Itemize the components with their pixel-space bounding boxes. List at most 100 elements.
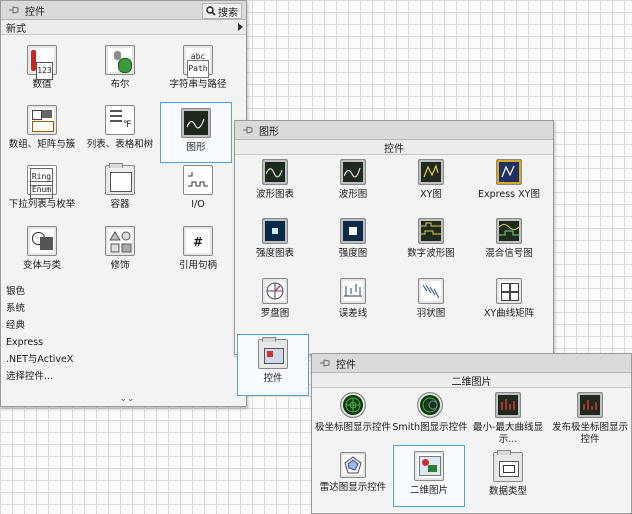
item-label: 下拉列表与枚举 <box>8 199 76 210</box>
item-label: 强度图 <box>338 248 368 259</box>
item-label: 数字波形图 <box>407 248 455 259</box>
feather-plot-icon <box>418 278 444 304</box>
item-label: 字符串与路径 <box>169 79 227 90</box>
controls-palette-titlebar[interactable]: 控件 搜索 <box>1 1 246 20</box>
thumbtack-icon[interactable] <box>7 4 21 16</box>
item-label: 数据类型 <box>488 486 527 497</box>
category-list: 银色 系统 经典 Express .NET与ActiveX 选择控件... <box>1 283 246 385</box>
palette-item-boolean[interactable]: 布尔 <box>84 45 156 91</box>
palette-item-xy-matrix[interactable]: XY曲线矩阵 <box>473 278 545 320</box>
palette-item-2d-picture[interactable]: 二维图片 <box>393 445 465 507</box>
palette-item-polar-plot[interactable]: 极坐标图显示控件 <box>315 392 391 434</box>
item-label: 混合信号图 <box>485 248 533 259</box>
category-select-control[interactable]: 选择控件... <box>6 371 54 382</box>
category-dotnet-activex[interactable]: .NET与ActiveX <box>6 354 74 365</box>
min-max-plot-indicator-icon <box>495 392 521 418</box>
boolean-icon <box>105 45 135 75</box>
section-label: 二维图片 <box>451 376 492 388</box>
item-label: 最小-最大曲线显示... <box>473 422 543 445</box>
enum-icon-text: Enum <box>30 181 53 199</box>
palette-item-list-table[interactable]: ℉ 列表、表格和树 <box>84 105 156 151</box>
item-label: 引用句柄 <box>178 260 217 271</box>
palette-item-express-xy-graph[interactable]: Express XY图 <box>473 159 545 201</box>
scroll-down-icon[interactable]: ⌄⌄ <box>119 394 135 404</box>
item-label: 变体与类 <box>22 260 61 271</box>
path-icon-text: Path <box>187 60 209 78</box>
palette-item-variant[interactable]: 变体与类 <box>6 226 78 272</box>
intensity-graph-icon <box>340 218 366 244</box>
item-label: 修饰 <box>110 260 130 271</box>
item-label: 图形 <box>186 142 206 153</box>
graph-palette-titlebar[interactable]: 图形 <box>235 121 553 140</box>
palette-item-intensity-graph[interactable]: 强度图 <box>317 218 389 260</box>
ring-enum-icon: Ring Enum <box>27 165 57 199</box>
palette-item-distribution-polar[interactable]: 发布极坐标图显示控件 <box>548 392 632 446</box>
subpalette-label: 新式 <box>6 23 26 35</box>
palette-item-compass[interactable]: 罗盘图 <box>239 278 311 320</box>
controls-folder-icon <box>258 337 288 369</box>
search-button-label: 搜索 <box>218 7 238 19</box>
mixed-signal-graph-icon <box>496 218 522 244</box>
thumbtack-icon[interactable] <box>318 357 332 369</box>
palette-item-controls-folder[interactable]: 控件 <box>237 334 309 396</box>
xy-plot-matrix-icon <box>496 278 522 304</box>
numeric-icon: 123 <box>27 45 57 80</box>
palette-item-radar-plot[interactable]: 雷达图显示控件 <box>315 452 391 494</box>
intensity-chart-icon <box>262 218 288 244</box>
palette-item-mixed-signal[interactable]: 混合信号图 <box>473 218 545 260</box>
palette-item-graph[interactable]: 图形 <box>160 102 232 163</box>
controls-palette: 控件 搜索 新式 123 数值 布尔 abc Path 字符串与路径 <box>0 0 247 407</box>
item-label: 罗盘图 <box>260 308 290 319</box>
item-label: 列表、表格和树 <box>86 139 154 150</box>
palette-item-array[interactable]: 数组、矩阵与簇 <box>6 105 78 151</box>
palette-item-decorations[interactable]: 修饰 <box>84 226 156 272</box>
palette-item-refnum[interactable]: # 引用句柄 <box>162 226 234 272</box>
waveform-chart-icon <box>262 159 288 185</box>
palette-item-datatypes[interactable]: 数据类型 <box>470 450 546 498</box>
digital-waveform-graph-icon <box>418 218 444 244</box>
section-label: 控件 <box>384 143 404 155</box>
palette-item-waveform-chart[interactable]: 波形图表 <box>239 159 311 201</box>
palette-item-digital-waveform[interactable]: 数字波形图 <box>395 218 467 260</box>
section-header: 二维图片 <box>312 373 631 388</box>
expand-arrow-icon[interactable] <box>238 23 243 31</box>
category-silver[interactable]: 银色 <box>6 286 26 297</box>
palette-item-numeric[interactable]: 123 数值 <box>6 45 78 91</box>
category-express[interactable]: Express <box>6 337 44 348</box>
search-icon <box>206 6 216 16</box>
thumbtack-icon[interactable] <box>241 124 255 136</box>
item-label: 数值 <box>32 79 52 90</box>
palette-item-string-path[interactable]: abc Path 字符串与路径 <box>162 45 234 91</box>
palette-item-error-bar[interactable]: 误差线 <box>317 278 389 320</box>
xy-graph-icon <box>418 159 444 185</box>
compass-plot-icon <box>262 278 288 304</box>
category-classic[interactable]: 经典 <box>6 320 26 331</box>
palette-item-io[interactable]: I/O <box>162 165 234 211</box>
palette-item-smith-plot[interactable]: Smith图显示控件 <box>392 392 468 434</box>
palette-item-feather[interactable]: 羽状图 <box>395 278 467 320</box>
item-label: XY曲线矩阵 <box>483 308 535 319</box>
palette-title: 控件 <box>336 359 356 371</box>
item-label: Express XY图 <box>478 189 540 200</box>
refnum-icon-text: # <box>192 235 204 249</box>
palette-item-intensity-chart[interactable]: 强度图表 <box>239 218 311 260</box>
picture-palette-titlebar[interactable]: 控件 <box>312 354 631 373</box>
palette-item-xy-graph[interactable]: XY图 <box>395 159 467 201</box>
item-label: 控件 <box>263 373 283 384</box>
error-bar-plot-icon <box>340 278 366 304</box>
palette-item-ring-enum[interactable]: Ring Enum 下拉列表与枚举 <box>6 165 78 211</box>
item-label: Smith图显示控件 <box>392 422 468 433</box>
string-path-icon: abc Path <box>183 45 213 78</box>
palette-title: 控件 <box>25 6 45 18</box>
graph-icon <box>181 108 211 138</box>
waveform-graph-icon <box>340 159 366 185</box>
distribution-polar-plot-icon <box>577 392 603 418</box>
palette-item-container[interactable]: 容器 <box>84 163 156 211</box>
item-label: 羽状图 <box>416 308 446 319</box>
category-system[interactable]: 系统 <box>6 303 26 314</box>
item-label: 二维图片 <box>409 485 448 496</box>
palette-item-min-max[interactable]: 最小-最大曲线显示... <box>470 392 546 446</box>
search-button[interactable]: 搜索 <box>202 3 242 19</box>
palette-item-waveform-graph[interactable]: 波形图 <box>317 159 389 201</box>
subpalette-header[interactable]: 新式 <box>1 20 246 35</box>
